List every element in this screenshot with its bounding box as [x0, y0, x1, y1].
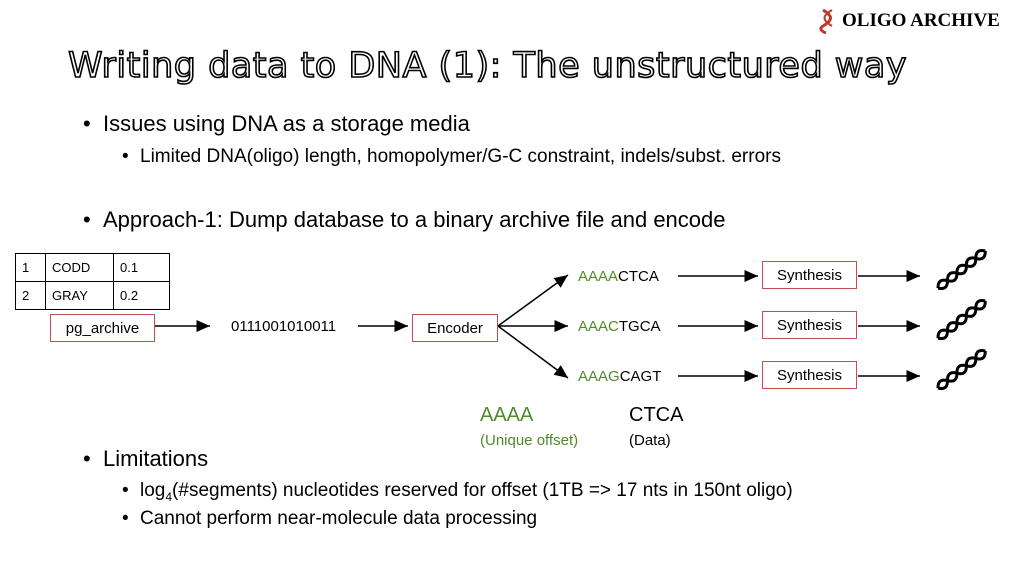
slide-title: Writing data to DNA (1): The unstructure…	[67, 45, 908, 87]
table-row: 2 GRAY 0.2	[15, 281, 170, 310]
logo-text: OLIGO ARCHIVE	[842, 10, 1000, 31]
arrow-encoder-to-oligo-3	[497, 325, 569, 379]
database-table: 1 CODD 0.1 2 GRAY 0.2	[15, 253, 170, 310]
synthesis-box: Synthesis	[762, 361, 857, 389]
logo: OLIGO ARCHIVE	[818, 8, 1000, 34]
encoder-box: Encoder	[412, 314, 498, 342]
bullet-issues-sub: Limited DNA(oligo) length, homopolymer/G…	[122, 146, 781, 168]
table-cell: GRAY	[45, 281, 114, 310]
legend-offset-caption: (Unique offset)	[480, 432, 579, 449]
table-cell: 1	[15, 253, 46, 282]
synthesis-box: Synthesis	[762, 261, 857, 289]
dna-helix-icon	[819, 8, 833, 34]
arrow-encoder-to-oligo-1	[497, 274, 569, 327]
bullet-limitations-sub1: log4(#segments) nucleotides reserved for…	[122, 480, 793, 504]
dna-strand-icon	[936, 249, 987, 291]
oligo-sequence-2: AAACTGCA	[578, 318, 661, 335]
table-cell: 2	[15, 281, 46, 310]
bullet-limitations: Limitations	[83, 446, 208, 472]
table-cell: 0.1	[113, 253, 170, 282]
legend-offset: AAAA	[480, 404, 534, 426]
bullet-issues: Issues using DNA as a storage media	[83, 111, 470, 137]
synthesis-box: Synthesis	[762, 311, 857, 339]
binary-string: 0111001010011	[231, 318, 337, 335]
dna-strand-icon	[936, 349, 987, 391]
dna-strand-icon	[936, 299, 987, 341]
table-cell: 0.2	[113, 281, 170, 310]
oligo-sequence-1: AAAACTCA	[578, 268, 659, 285]
legend-data-caption: (Data)	[629, 432, 671, 449]
legend-data: CTCA	[629, 404, 684, 426]
oligo-sequence-3: AAAGCAGT	[578, 368, 662, 385]
bullet-approach: Approach-1: Dump database to a binary ar…	[83, 207, 725, 233]
bullet-limitations-sub2: Cannot perform near-molecule data proces…	[122, 508, 537, 530]
pg-archive-box: pg_archive	[50, 314, 155, 342]
